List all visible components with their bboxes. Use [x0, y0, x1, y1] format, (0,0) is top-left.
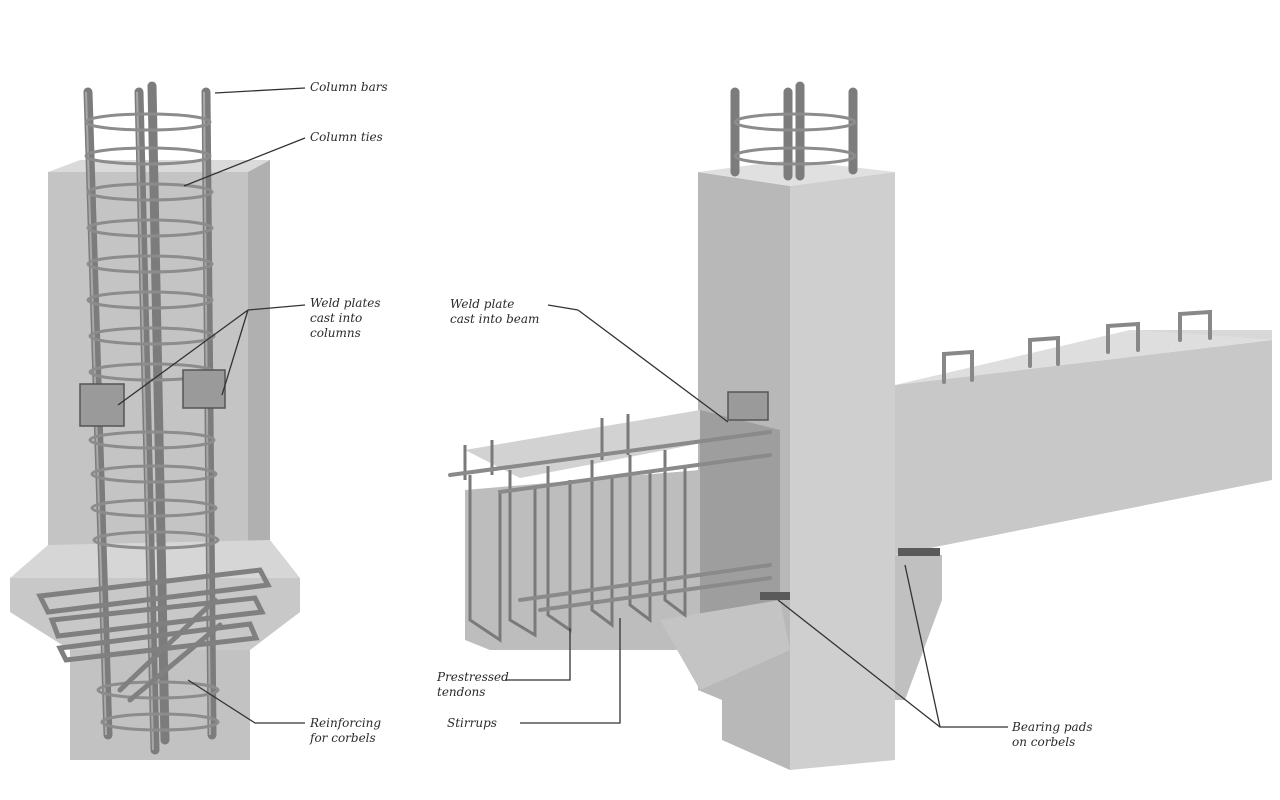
left-column-side [248, 160, 270, 545]
leader-weld-plates-1 [117, 309, 249, 406]
leader-column-ties [183, 137, 306, 187]
label-prestressed-tendons: Prestressed tendons [437, 670, 509, 699]
label-weld-plate-beam: Weld plate cast into beam [450, 297, 540, 326]
leader-weld-plate-beam [577, 309, 729, 423]
leader-stirrups [520, 618, 621, 724]
left-beam-longitudinal-bars [448, 430, 772, 612]
leader-lines [117, 87, 1008, 728]
left-weld-plate-2 [182, 369, 226, 409]
label-reinforcing-corbels: Reinforcing for corbels [310, 716, 382, 745]
right-beam-top [895, 330, 1272, 385]
right-beam-lifting-loops [942, 309, 1212, 384]
left-beam-end [700, 410, 780, 650]
leader-prestressed-tendons [505, 628, 571, 681]
right-beam-front [895, 340, 1272, 555]
left-column [10, 81, 300, 760]
left-corbel-top [10, 540, 300, 578]
right-column-ties [733, 112, 857, 166]
left-column-ties [84, 112, 220, 732]
label-column-bars: Column bars [310, 80, 388, 94]
left-beam-body [465, 470, 700, 650]
label-bearing-pads: Bearing pads on corbels [1012, 720, 1093, 749]
right-bearing-pad [898, 548, 940, 556]
label-weld-plates-columns: Weld plates cast into columns [310, 296, 381, 340]
leader-weld-plates-2 [221, 309, 249, 396]
leader-column-bars [214, 87, 306, 94]
label-column-ties: Column ties [310, 130, 383, 144]
left-beam-stirrups [463, 414, 687, 643]
left-column-top [48, 160, 270, 172]
left-weld-plate-1 [79, 383, 125, 427]
leader-reinforcing-corbels [187, 679, 305, 724]
right-assembly [448, 81, 1272, 770]
beam-weld-plate [727, 391, 769, 421]
left-corbel-reinforcing [36, 567, 272, 703]
left-bearing-pad [760, 592, 790, 600]
leader-bearing-pads-2 [777, 599, 941, 728]
right-column-front [790, 172, 895, 770]
label-stirrups: Stirrups [447, 716, 497, 730]
